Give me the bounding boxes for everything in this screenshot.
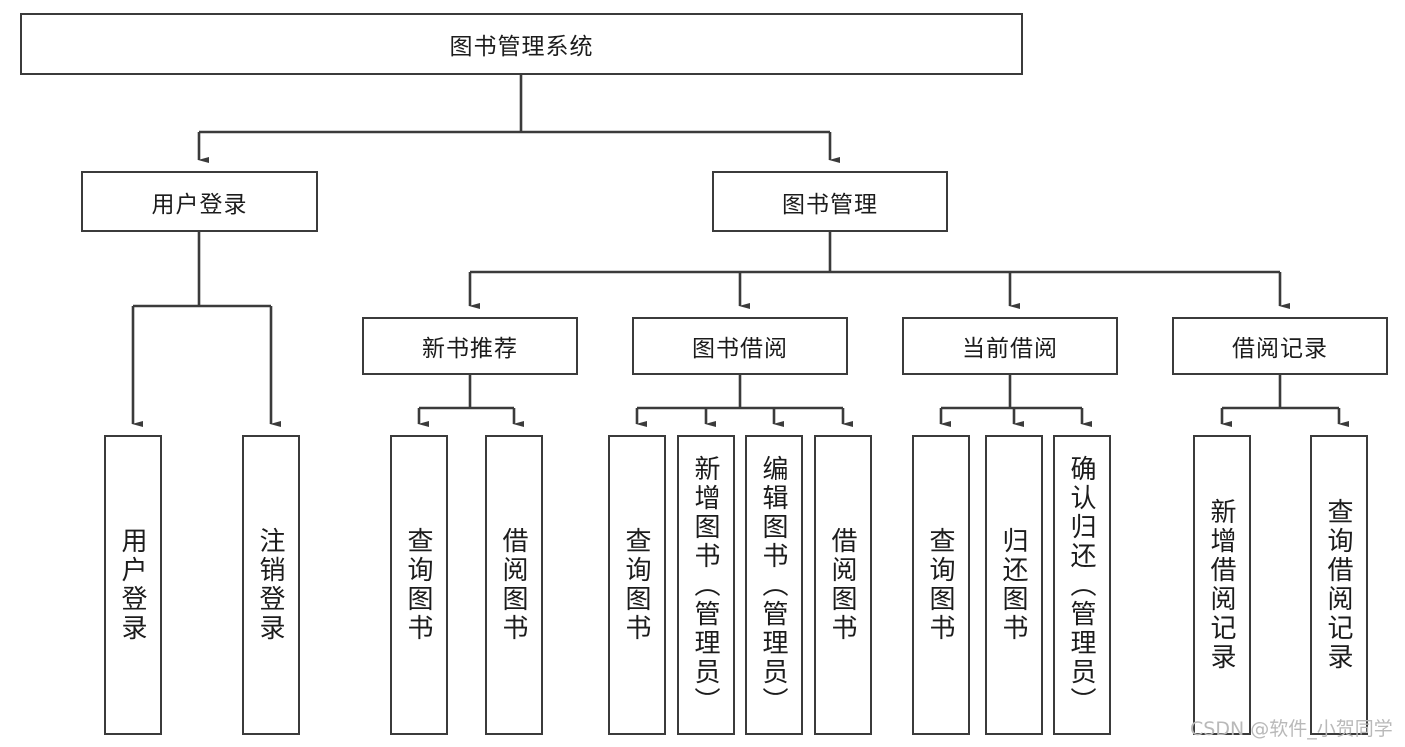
leaf-query-book-recommend[interactable]: 查询图书 <box>390 435 448 735</box>
node-borrow-record[interactable]: 借阅记录 <box>1172 317 1388 375</box>
leaf-query-book-current[interactable]: 查询图书 <box>912 435 970 735</box>
node-current-borrow[interactable]: 当前借阅 <box>902 317 1118 375</box>
leaf-borrow-book[interactable]: 借阅图书 <box>814 435 872 735</box>
leaf-add-borrow-record[interactable]: 新增借阅记录 <box>1193 435 1251 735</box>
node-user-login[interactable]: 用户登录 <box>81 171 318 232</box>
leaf-user-login[interactable]: 用户登录 <box>104 435 162 735</box>
leaf-add-book-admin[interactable]: 新增图书（管理员） <box>677 435 735 735</box>
leaf-borrow-book-recommend[interactable]: 借阅图书 <box>485 435 543 735</box>
leaf-logout[interactable]: 注销登录 <box>242 435 300 735</box>
node-book-borrow[interactable]: 图书借阅 <box>632 317 848 375</box>
csdn-watermark: CSDN @软件_小贺同学 <box>1190 718 1393 740</box>
node-book-management[interactable]: 图书管理 <box>712 171 948 232</box>
leaf-confirm-return-admin[interactable]: 确认归还（管理员） <box>1053 435 1111 735</box>
node-new-book-recommend[interactable]: 新书推荐 <box>362 317 578 375</box>
leaf-query-book-borrow[interactable]: 查询图书 <box>608 435 666 735</box>
node-root[interactable]: 图书管理系统 <box>20 13 1023 75</box>
leaf-edit-book-admin[interactable]: 编辑图书（管理员） <box>745 435 803 735</box>
leaf-query-borrow-record[interactable]: 查询借阅记录 <box>1310 435 1368 735</box>
leaf-return-book[interactable]: 归还图书 <box>985 435 1043 735</box>
